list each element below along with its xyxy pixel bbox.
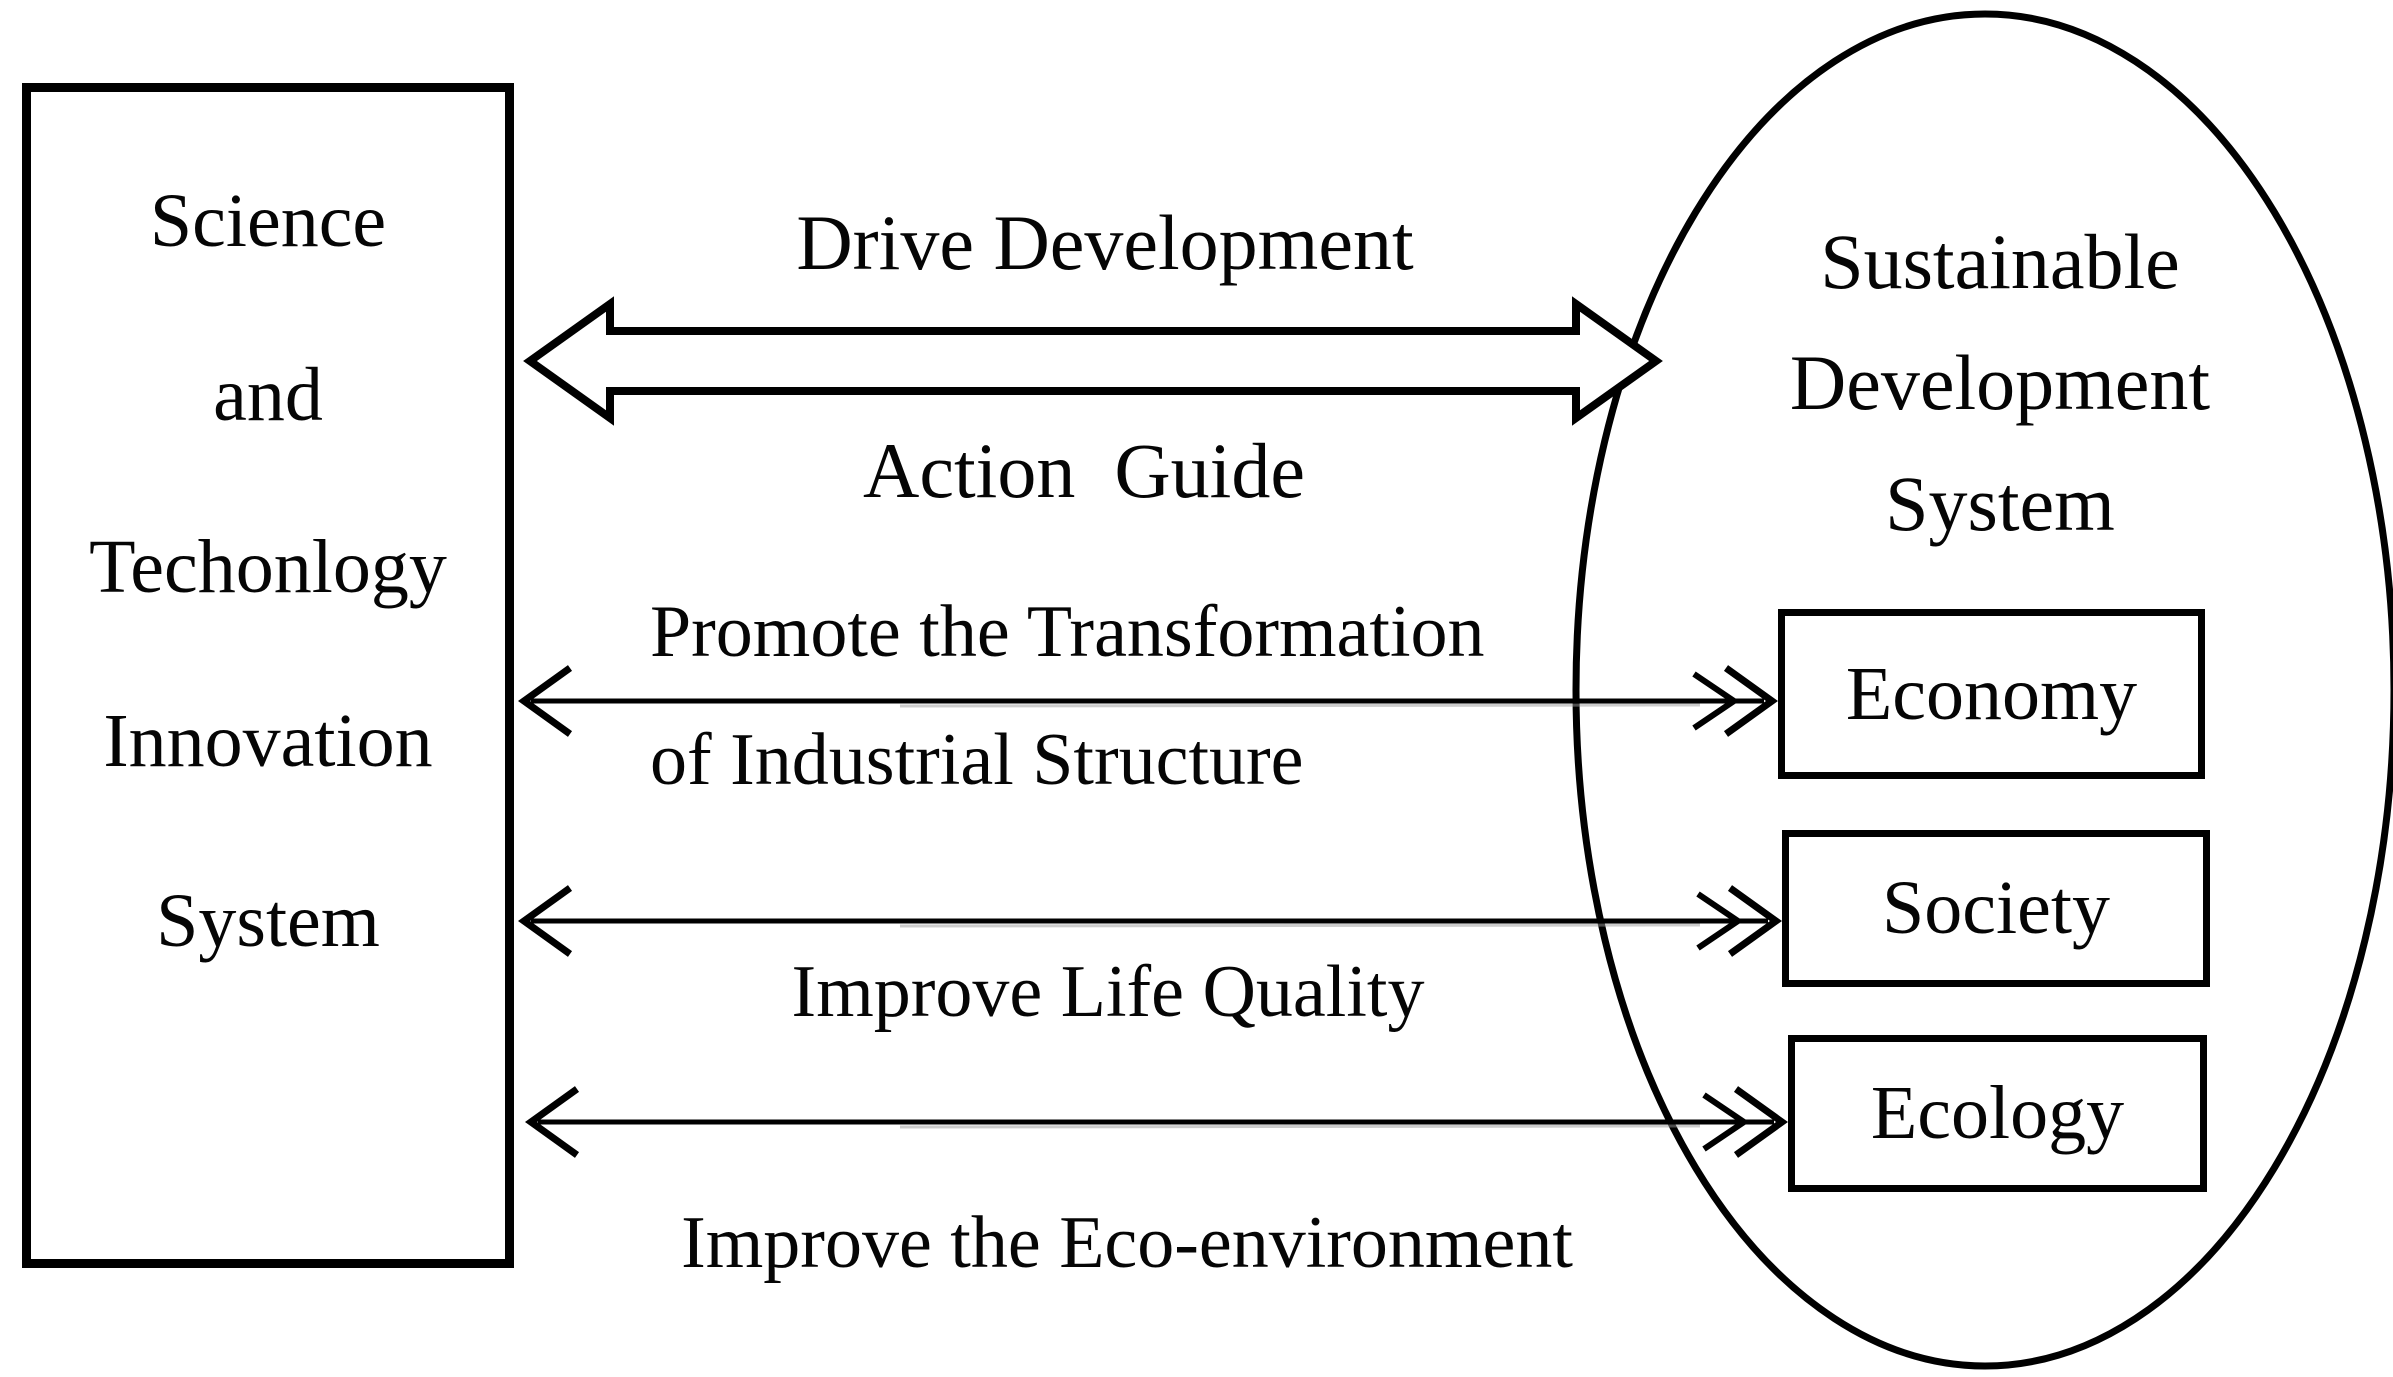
society-arrow: [517, 885, 1783, 957]
sti-line-innovation: Innovation: [103, 699, 433, 783]
promote-transformation-label-line1: Promote the Transformation: [650, 591, 1485, 673]
sti-line-science: Science: [149, 179, 387, 263]
society-box-label: Society: [1882, 866, 2110, 950]
science-technology-innovation-box: [22, 83, 514, 1268]
economy-arrow: [517, 665, 1779, 737]
sti-line-techonlogy: Techonlogy: [89, 525, 447, 609]
improve-life-quality-label: Improve Life Quality: [791, 951, 1425, 1033]
economy-box: Economy: [1778, 609, 2205, 779]
sti-line-and: and: [213, 353, 323, 437]
ecology-box-label: Ecology: [1870, 1071, 2125, 1155]
society-box: Society: [1782, 830, 2210, 987]
ecology-arrow: [524, 1086, 1789, 1158]
action-guide-label: Action Guide: [863, 427, 1305, 514]
drive-development-label: Drive Development: [796, 199, 1414, 286]
sds-title-development: Development: [1789, 339, 2211, 426]
sds-title-sustainable: Sustainable: [1820, 218, 2180, 305]
sustainable-system-ellipse: [1572, 10, 2393, 1370]
sds-title-system: System: [1885, 460, 2115, 547]
promote-transformation-label-line2: of Industrial Structure: [650, 719, 1304, 801]
improve-eco-environment-label: Improve the Eco-environment: [681, 1202, 1573, 1284]
drive-development-block-arrow: [523, 296, 1663, 426]
sti-line-system: System: [156, 879, 380, 963]
ecology-box: Ecology: [1788, 1035, 2207, 1192]
economy-box-label: Economy: [1845, 651, 2138, 736]
